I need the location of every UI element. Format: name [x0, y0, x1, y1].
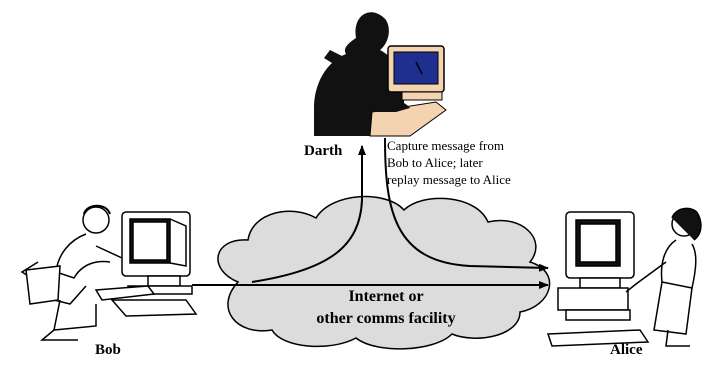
- cloud-label-line-1: Internet or: [348, 288, 424, 305]
- cloud-label: Internet or other comms facility: [270, 286, 502, 330]
- bob-computer-icon: [20, 204, 198, 341]
- annotation-line-1: Capture message from: [387, 138, 504, 153]
- darth-figure-icon: [314, 12, 447, 137]
- replay-annotation: Capture message from Bob to Alice; later…: [387, 137, 511, 188]
- alice-label: Alice: [610, 342, 643, 358]
- annotation-line-3: replay message to Alice: [387, 172, 511, 187]
- bob-label: Bob: [95, 342, 121, 358]
- internet-cloud: [217, 195, 551, 350]
- darth-label: Darth: [304, 143, 343, 159]
- annotation-line-2: Bob to Alice; later: [387, 155, 483, 170]
- replay-arrow: [384, 137, 549, 272]
- alice-computer-icon: [546, 207, 702, 347]
- cloud-label-line-2: other comms facility: [316, 310, 456, 327]
- capture-arrow: [251, 145, 366, 283]
